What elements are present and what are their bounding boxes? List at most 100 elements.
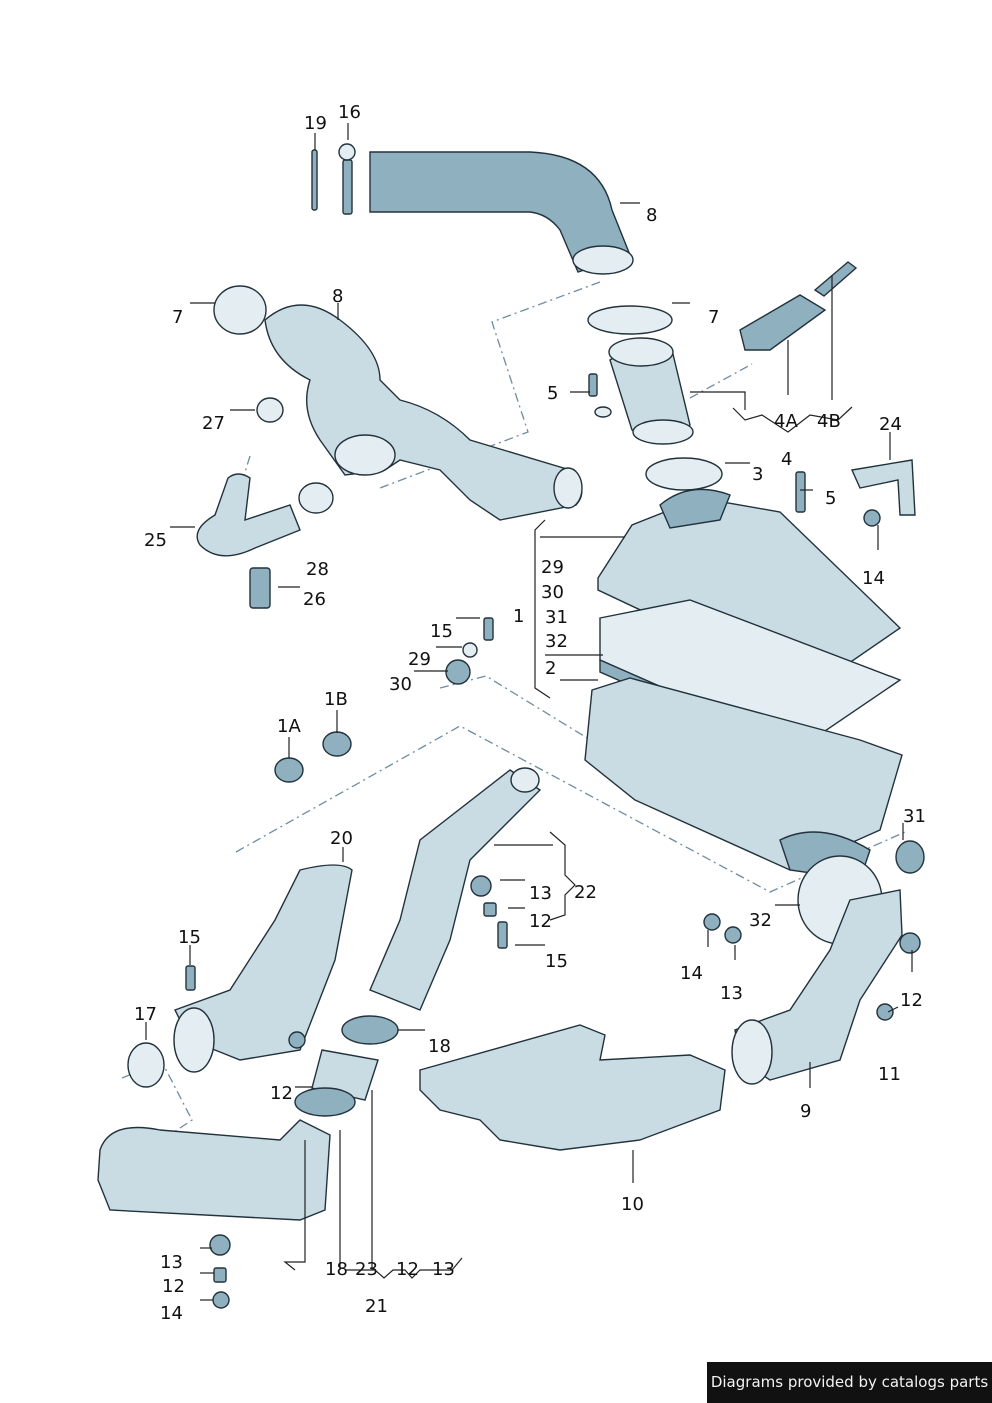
airflow-sensor-4a [739,294,827,351]
label-30-left: 30 [389,674,412,695]
label-18-bottom: 18 [325,1259,348,1280]
air-filter-lid [597,497,902,691]
label-27: 27 [202,413,225,434]
nut-14-top [863,509,881,527]
air-filter-lower-housing [584,677,903,871]
label-2: 2 [545,658,557,679]
label-1a: 1A [277,716,301,737]
label-13-right: 13 [720,983,743,1004]
assembly-line-mid [689,363,753,399]
leader-lines [145,123,913,1301]
label-11: 11 [878,1064,901,1085]
grommet-31 [895,840,925,874]
valve-26 [249,567,271,609]
label-18-upper: 18 [428,1036,451,1057]
label-28: 28 [306,559,329,580]
label-15-top: 15 [430,621,453,642]
pin-19 [311,149,318,211]
hose-clamp-27 [256,397,284,423]
label-1: 1 [513,606,525,627]
label-4: 4 [781,449,793,470]
o-ring-small [594,406,612,418]
label-5-right: 5 [825,488,837,509]
label-12-right: 12 [900,990,923,1011]
label-7-left: 7 [172,307,184,328]
label-14-bottom: 14 [160,1303,183,1324]
intake-duct-upper [369,151,631,273]
label-32-top: 32 [545,631,568,652]
grommet-1a [274,757,304,783]
intake-pipe-8-mouth [334,434,396,476]
strap-16 [342,159,353,215]
label-14-top: 14 [862,568,885,589]
label-29-left: 29 [408,649,431,670]
hose-clamp-upper-right [587,305,673,335]
grommet-13-right [724,926,742,944]
label-13-bottom: 13 [160,1252,183,1273]
bracket-24 [850,459,916,516]
label-13-bottom-group: 13 [432,1259,455,1280]
hose-clamp-28 [298,482,334,514]
label-5-left: 5 [547,383,559,404]
nut-14-bottom [212,1291,230,1309]
intake-duct-upper-end [572,245,634,275]
label-9: 9 [800,1101,812,1122]
grommet-30 [445,659,471,685]
intake-duct-20-mouth [173,1007,215,1073]
label-3: 3 [752,464,764,485]
label-24: 24 [879,414,902,435]
label-31-top: 31 [545,607,568,628]
label-14-right: 14 [680,963,703,984]
screw-15-left [185,965,196,991]
resonator-21 [97,1119,331,1221]
air-pipe-22-top [510,767,540,793]
label-32-right: 32 [749,910,772,931]
label-25: 25 [144,530,167,551]
grommet-1b [322,731,352,757]
label-16: 16 [338,102,361,123]
filter-element-2 [599,599,902,749]
label-31-right: 31 [903,806,926,827]
air-guide-10 [419,1024,726,1151]
label-23: 23 [355,1259,378,1280]
sleeve-12-bottom [213,1267,227,1283]
label-20: 20 [330,828,353,849]
sensor-screw-4b [813,261,858,297]
washer-29 [462,642,478,658]
label-12-bottom-group: 12 [396,1259,419,1280]
screw-15-top [483,617,494,641]
airflow-meter-inlet [608,337,674,367]
screw-5-left [588,373,598,397]
sleeve-12-middle [483,902,497,917]
label-17: 17 [134,1004,157,1025]
label-12-middle: 12 [529,911,552,932]
label-7-right: 7 [708,307,720,328]
air-filter-lid-neck [659,488,731,529]
label-8-left: 8 [332,286,344,307]
label-19: 19 [304,113,327,134]
label-13-middle: 13 [529,883,552,904]
intake-pipe-8-outlet [553,467,583,509]
clamp-18-lower [294,1087,356,1117]
sleeve-12-left [288,1031,306,1049]
label-15-left: 15 [178,927,201,948]
label-30-top: 30 [541,582,564,603]
grommet-13-middle [470,875,492,897]
intake-duct-20 [174,864,353,1061]
label-22: 22 [574,882,597,903]
label-4a: 4A [774,411,798,432]
seal-ring-17 [127,1042,165,1088]
screw-5-right [795,471,806,513]
clamp-18-upper [341,1015,399,1045]
hose-clamp-upper-left [213,285,267,335]
label-15-middle: 15 [545,951,568,972]
label-12-left: 12 [270,1083,293,1104]
airflow-meter-outlet [632,419,694,445]
grommet-right-12 [899,932,921,954]
label-26: 26 [303,589,326,610]
label-1b: 1B [324,689,348,710]
gasket-3 [645,457,723,491]
intake-duct-9-mouth [731,1019,773,1085]
label-8-upper: 8 [646,205,658,226]
assembly-line-box [439,675,611,753]
